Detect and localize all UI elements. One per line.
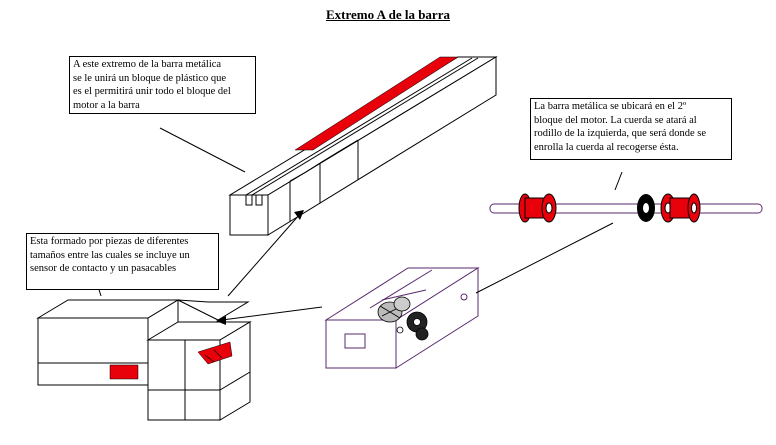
motor-block bbox=[324, 267, 480, 369]
note-pieces: Esta formado por piezas de diferentes ta… bbox=[26, 233, 219, 290]
gear-mechanism bbox=[377, 296, 429, 341]
leader-motor-rod bbox=[475, 222, 614, 294]
red-cable-pass bbox=[197, 341, 233, 365]
leader-bar-end bbox=[159, 127, 246, 173]
red-sensor bbox=[109, 364, 139, 380]
leader-rod-note bbox=[614, 171, 623, 191]
note-bar-end: A este extremo de la barra metálica se l… bbox=[69, 56, 256, 114]
arrow-motor-to-block bbox=[221, 306, 323, 321]
roller-rod bbox=[489, 171, 763, 223]
plastic-block bbox=[36, 299, 252, 421]
red-strip bbox=[294, 56, 459, 151]
metal-bar-end bbox=[228, 56, 498, 236]
note-motor-bar: La barra metálica se ubicará en el 2º bl… bbox=[530, 98, 732, 160]
diagram-title: Extremo A de la barra bbox=[326, 7, 450, 22]
arrow-block-to-bar bbox=[227, 213, 301, 297]
